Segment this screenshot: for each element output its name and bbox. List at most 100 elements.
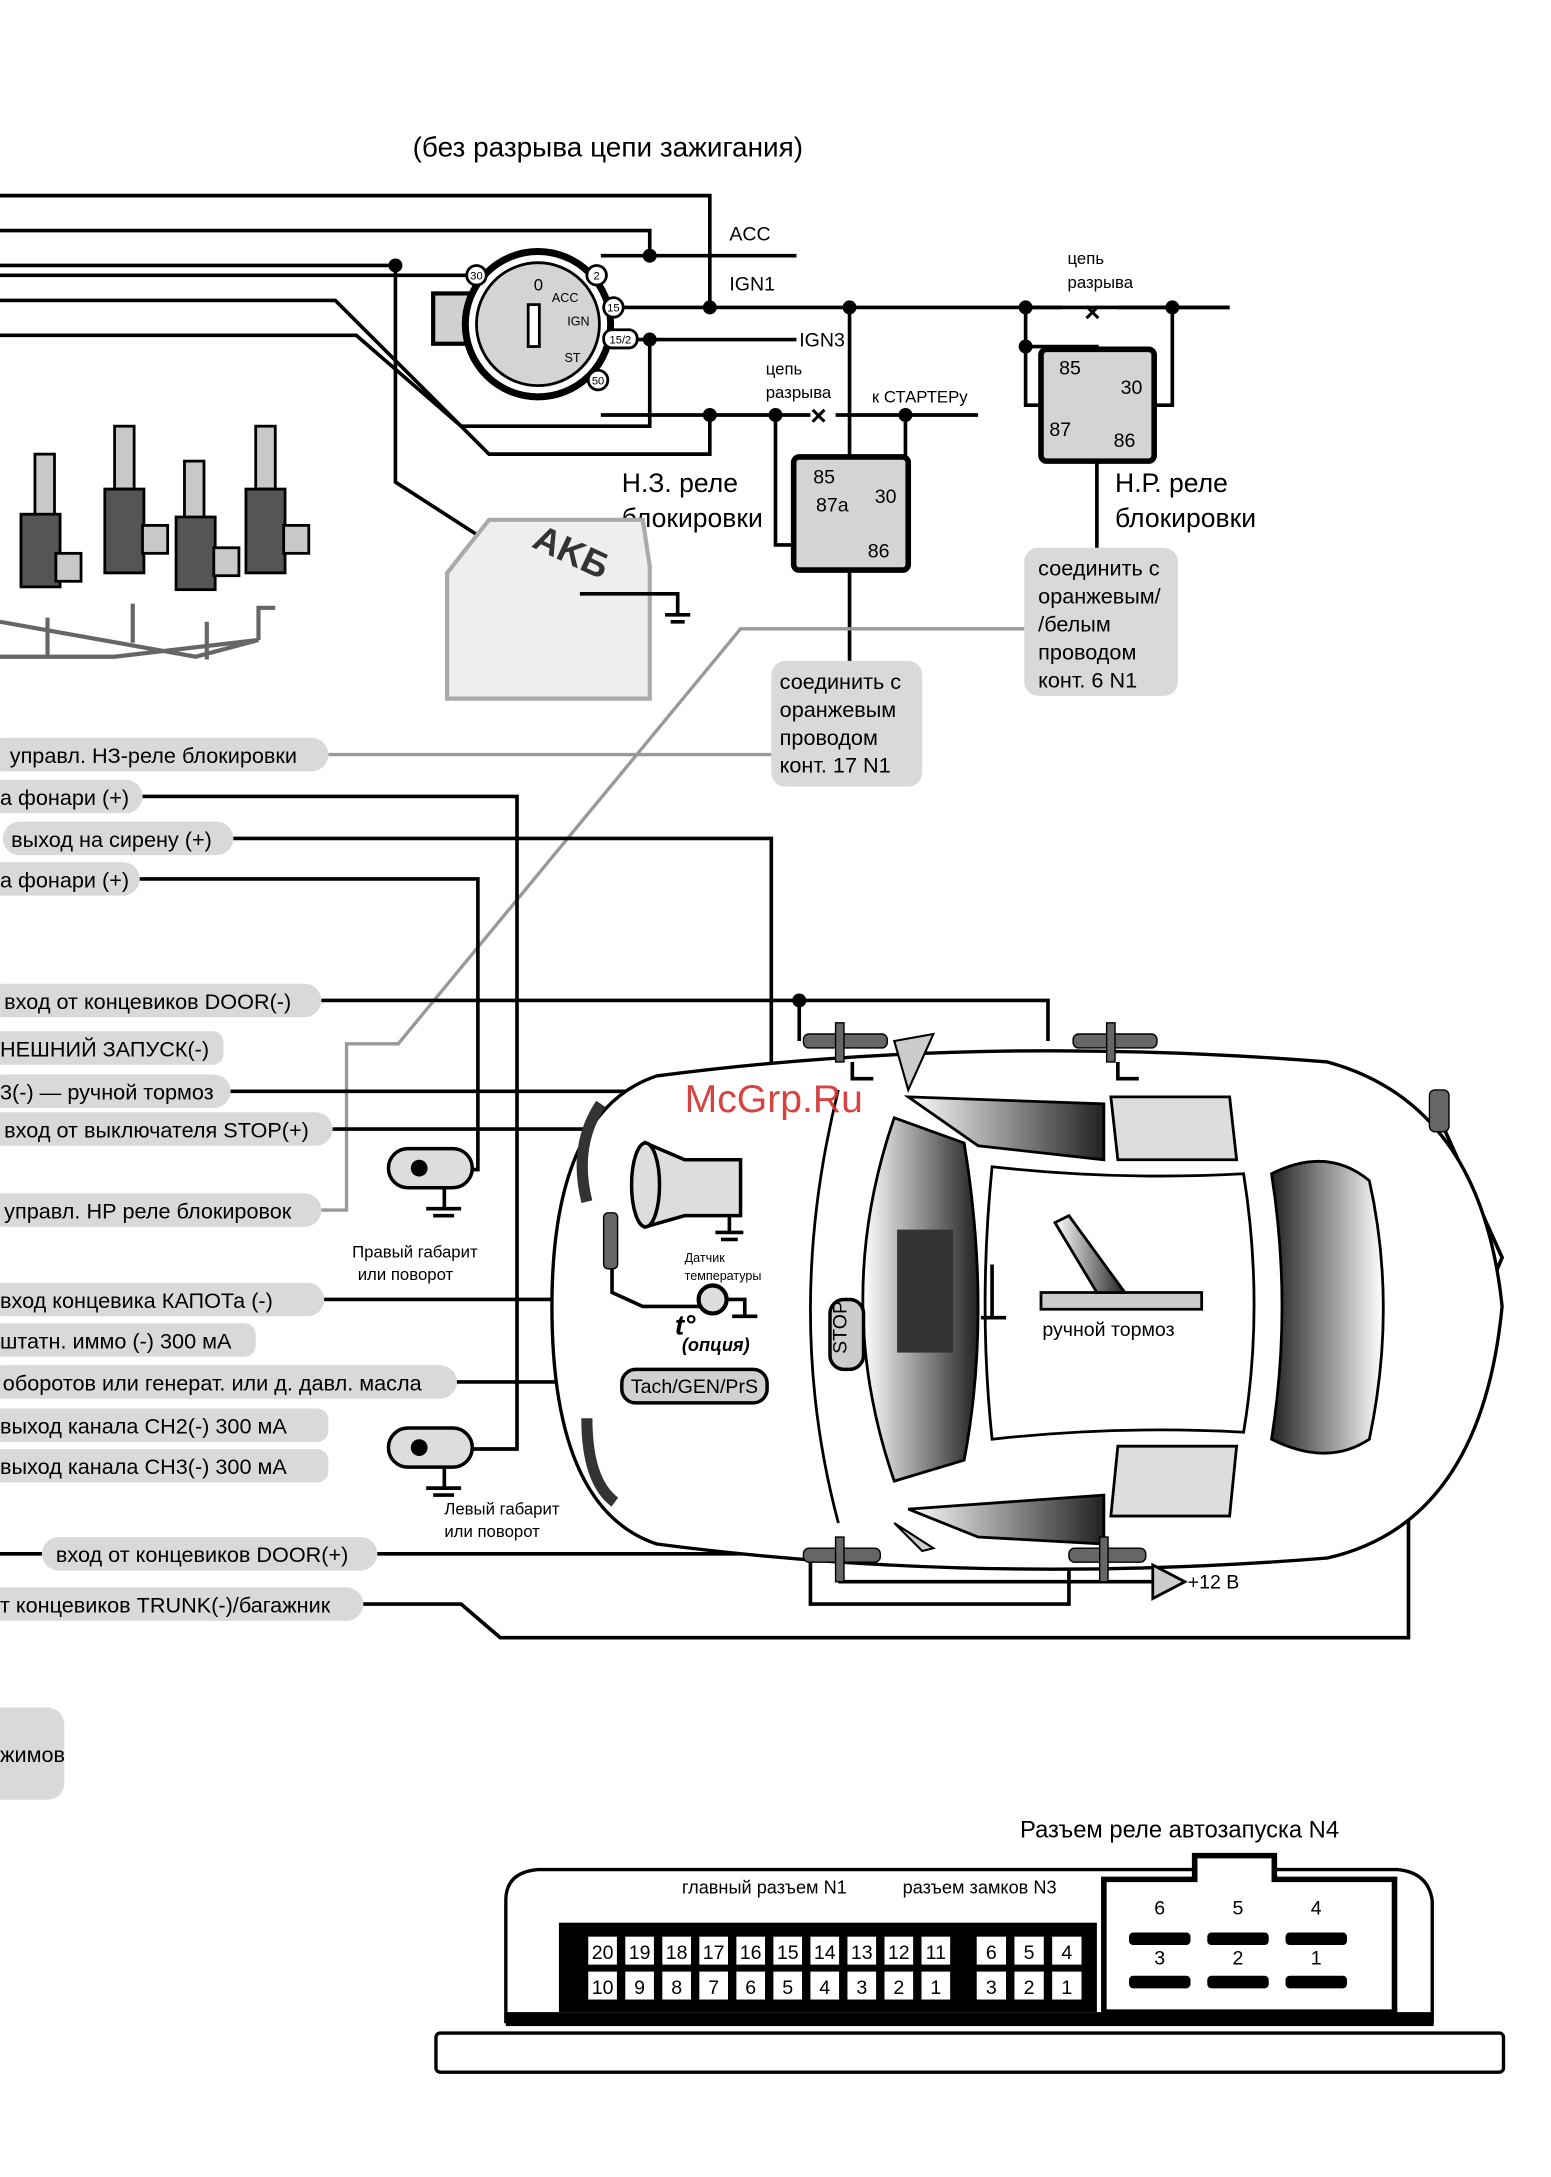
svg-text:разрыва: разрыва: [1068, 273, 1134, 292]
terminal-50: 50: [586, 368, 610, 392]
svg-text:15: 15: [607, 303, 619, 315]
tach-input-badge: Tach/GEN/PrS: [620, 1367, 769, 1405]
ignition-switch: 0 ACC IGN ST 30 2 15 15/2 50: [431, 248, 639, 401]
svg-text:30: 30: [1121, 377, 1143, 399]
svg-text:блокировки: блокировки: [1115, 503, 1256, 533]
svg-text:30: 30: [470, 270, 482, 282]
svg-text:управл. НР реле блокировок: управл. НР реле блокировок: [4, 1198, 292, 1223]
wire-label-nr-control: управл. НР реле блокировок: [0, 1193, 322, 1227]
svg-text:50: 50: [592, 375, 604, 387]
svg-text:30: 30: [875, 486, 897, 508]
svg-text:12: 12: [888, 1942, 910, 1964]
wire-label-siren: выход на сирену (+): [2, 821, 234, 856]
wire-label-handbrake: 3(-) — ручной тормоз: [0, 1074, 231, 1109]
svg-text:+12 В: +12 В: [1188, 1572, 1240, 1594]
connector-pin: 11: [918, 1933, 953, 1968]
connector-pin: 5: [1011, 1933, 1047, 1968]
connector-pin: 13: [844, 1933, 879, 1968]
svg-text:конт. 6 N1: конт. 6 N1: [1038, 667, 1137, 692]
svg-text:вход от концевиков DOOR(+): вход от концевиков DOOR(+): [56, 1542, 348, 1567]
wire-label-ch3: выход канала CH3(-) 300 мА: [0, 1449, 329, 1483]
wire-label-nz-control: управл. НЗ-реле блокировки: [0, 737, 329, 772]
svg-text:6: 6: [745, 1977, 756, 1999]
wire-label-ext-start: НЕШНИЙ ЗАПУСК(-): [0, 1031, 224, 1065]
svg-text:разрыва: разрыва: [766, 383, 832, 402]
relay-connector-pin: 3: [1129, 1948, 1191, 1989]
svg-text:3(-) — ручной тормоз: 3(-) — ручной тормоз: [0, 1080, 214, 1105]
svg-text:17: 17: [703, 1942, 725, 1964]
wire-label-trunk: т концевиков TRUNK(-)/багажник: [0, 1587, 364, 1621]
terminal-2: 2: [585, 264, 608, 287]
connector-pin: 6: [973, 1933, 1009, 1968]
terminal-30: 30: [465, 264, 488, 287]
svg-text:2: 2: [1024, 1977, 1035, 1999]
car-top-view: [550, 1032, 1504, 1571]
connector-pin: 10: [585, 1968, 620, 2003]
svg-text:10: 10: [592, 1977, 614, 1999]
svg-text:8: 8: [671, 1977, 682, 1999]
nr-relay: 85 30 87 86: [1038, 346, 1157, 464]
svg-text:4: 4: [1311, 1897, 1322, 1919]
svg-text:штатн. иммо (-) 300 мА: штатн. иммо (-) 300 мА: [0, 1328, 232, 1353]
svg-text:оранжевым: оранжевым: [780, 697, 897, 722]
connector-pin: 4: [1049, 1933, 1085, 1968]
battery-icon: AKБ: [445, 517, 691, 701]
svg-text:85: 85: [813, 466, 835, 488]
left-lamp-icon: [386, 1426, 475, 1497]
wire-label-door-neg: вход от концевиков DOOR(-): [0, 983, 322, 1018]
connector-pin: 1: [918, 1968, 953, 2003]
wire-label-immo: штатн. иммо (-) 300 мА: [0, 1323, 256, 1357]
svg-text:20: 20: [592, 1942, 614, 1964]
wire-label-door-pos: вход от концевиков DOOR(+): [41, 1537, 378, 1571]
connector-pin: 3: [844, 1968, 879, 2003]
nz-relay: 85 87a 30 86: [790, 454, 912, 573]
connector-pin: 9: [622, 1968, 657, 2003]
svg-text:Н.Р. реле: Н.Р. реле: [1115, 468, 1228, 498]
connector-pin: 20: [585, 1933, 620, 1968]
connector-pin: 14: [807, 1933, 842, 1968]
svg-text:а фонари (+): а фонари (+): [0, 867, 129, 892]
connector-pin: 16: [733, 1933, 768, 1968]
temperature-sensor-icon: [696, 1283, 729, 1316]
connector-pin: 4: [807, 1968, 842, 2003]
svg-text:(опция): (опция): [682, 1335, 750, 1355]
svg-text:проводом: проводом: [780, 725, 878, 750]
connector-pin: 5: [770, 1968, 805, 2003]
svg-text:6: 6: [1154, 1897, 1165, 1919]
svg-text:соединить с: соединить с: [780, 669, 902, 694]
wire-label-hood: вход концевика КАПОТа (-): [0, 1282, 325, 1317]
svg-text:1: 1: [1311, 1948, 1322, 1970]
svg-text:87: 87: [1049, 419, 1071, 441]
connector-pin: 7: [696, 1968, 731, 2003]
callout-nr: соединить с оранжевым/ /белым проводом к…: [1024, 547, 1178, 696]
svg-text:/белым: /белым: [1038, 612, 1111, 637]
svg-text:18: 18: [666, 1942, 688, 1964]
connector-pin: 18: [659, 1933, 694, 1968]
svg-text:IGN3: IGN3: [799, 330, 845, 352]
svg-text:управл. НЗ-реле блокировки: управл. НЗ-реле блокировки: [10, 743, 297, 768]
svg-text:выход на сирену (+): выход на сирену (+): [11, 827, 212, 852]
svg-text:5: 5: [1233, 1897, 1244, 1919]
connector-pin: 15: [770, 1933, 805, 1968]
wire-label-lights-1: а фонари (+): [0, 779, 143, 814]
connector-pin: 12: [881, 1933, 916, 1968]
svg-text:оранжевым/: оранжевым/: [1038, 584, 1161, 609]
right-lamp-icon: [386, 1146, 475, 1218]
wire-label-stop: вход от выключателя STOP(+): [0, 1112, 333, 1146]
svg-text:а фонари (+): а фонари (+): [0, 785, 129, 810]
connector-pin: 17: [696, 1933, 731, 1968]
svg-text:2: 2: [893, 1977, 904, 1999]
svg-text:STOP: STOP: [830, 1301, 852, 1354]
svg-text:конт. 17 N1: конт. 17 N1: [780, 753, 891, 778]
svg-text:3: 3: [856, 1977, 867, 1999]
svg-text:или поворот: или поворот: [444, 1522, 540, 1541]
ignition-wires: [0, 193, 1230, 540]
svg-text:19: 19: [629, 1942, 651, 1964]
svg-text:2: 2: [594, 270, 600, 282]
ignition-coils: [19, 424, 311, 592]
callout-nz: соединить с оранжевым проводом конт. 17 …: [771, 660, 923, 787]
stop-switch-badge: STOP: [828, 1297, 866, 1372]
svg-text:выход канала CH3(-) 300 мА: выход канала CH3(-) 300 мА: [0, 1454, 287, 1479]
svg-text:главный разъем N1: главный разъем N1: [682, 1877, 847, 1897]
svg-text:86: 86: [1114, 430, 1136, 452]
